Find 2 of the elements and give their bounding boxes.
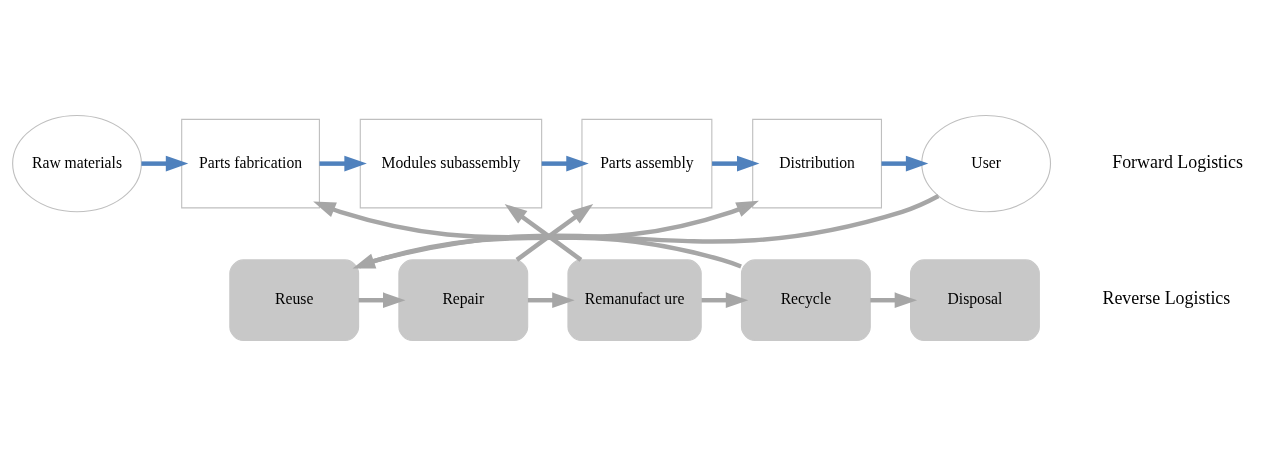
label: Forward Logistics — [1112, 151, 1243, 172]
label: Reverse Logistics — [1102, 287, 1231, 308]
